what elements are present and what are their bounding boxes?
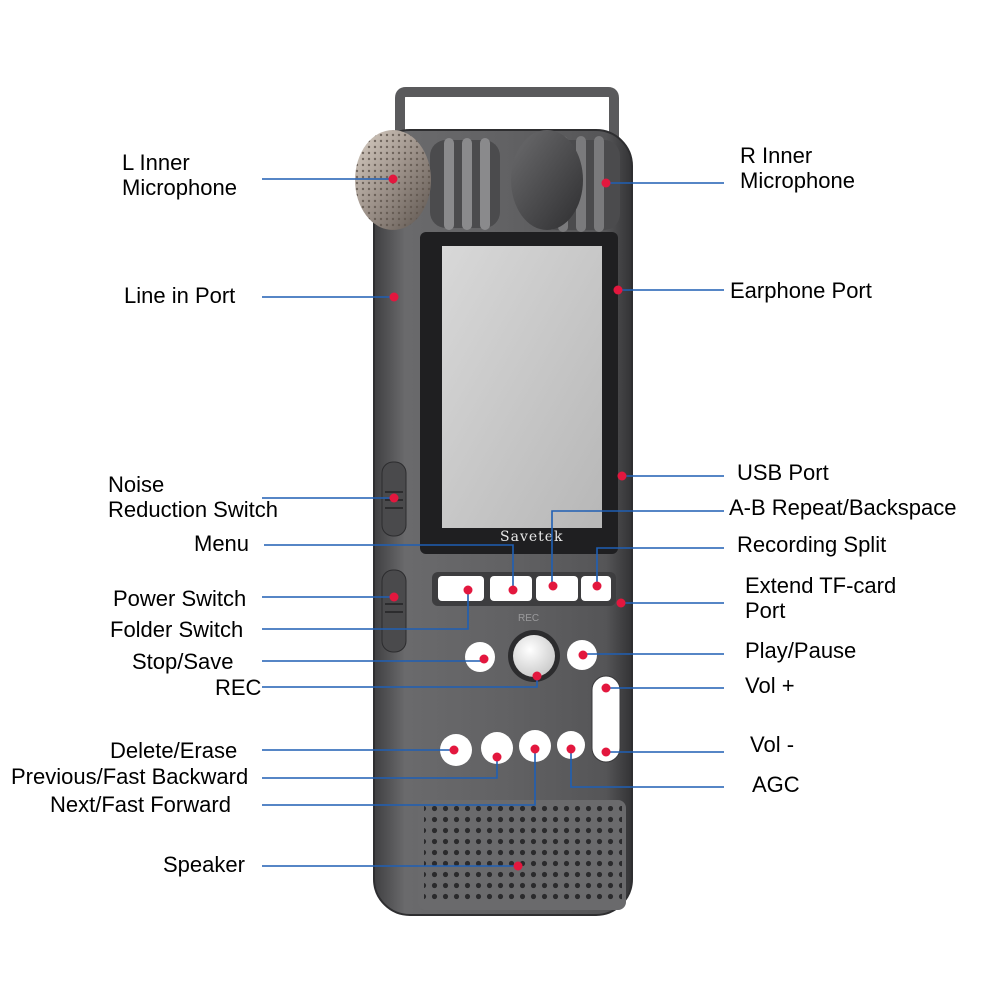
label-line-in-port: Line in Port [124, 283, 236, 308]
marker-stop-save [479, 654, 489, 664]
label-noise-reduction: Noise Reduction Switch [108, 472, 278, 522]
label-extend-tf: Extend TF-card Port [745, 573, 896, 623]
label-previous: Previous/Fast Backward [11, 764, 249, 789]
label-next: Next/Fast Forward [50, 792, 231, 817]
marker-vol-up [601, 683, 611, 693]
marker-agc [566, 744, 576, 754]
label-rec: REC [215, 675, 262, 700]
top-key-row [432, 572, 616, 606]
label-delete-erase: Delete/Erase [110, 738, 238, 763]
label-play-pause: Play/Pause [745, 638, 857, 663]
label-r-inner-mic: R Inner Microphone [740, 143, 855, 193]
marker-next [530, 744, 540, 754]
marker-noise-reduction [389, 493, 399, 503]
label-vol-down: Vol - [750, 732, 795, 757]
marker-earphone-port [613, 285, 623, 295]
marker-folder-switch-key [463, 585, 473, 595]
lcd-screen: Savetek [420, 232, 618, 554]
label-earphone-port: Earphone Port [730, 278, 872, 303]
label-power-switch: Power Switch [113, 586, 247, 611]
round-buttons [440, 630, 621, 766]
marker-menu [508, 585, 518, 595]
brand-logo: Savetek [500, 529, 564, 545]
label-r-inner-mic-line2: Microphone [740, 168, 855, 193]
label-r-inner-mic-line1: R Inner [740, 143, 813, 168]
marker-recording-split [592, 581, 602, 591]
marker-delete-erase [449, 745, 459, 755]
marker-l-inner-mic [388, 174, 398, 184]
rec-marking: REC [518, 613, 539, 624]
marker-play-pause [578, 650, 588, 660]
power-folder-switch [381, 569, 407, 653]
speaker-grille [418, 800, 626, 910]
label-folder-switch: Folder Switch [110, 617, 244, 642]
marker-rec [532, 671, 542, 681]
label-extend-tf-line1: Extend TF-card [745, 573, 897, 598]
label-vol-up: Vol + [745, 673, 795, 698]
marker-previous [492, 752, 502, 762]
label-recording-split: Recording Split [737, 532, 887, 557]
label-usb-port: USB Port [737, 460, 829, 485]
marker-r-inner-mic [601, 178, 611, 188]
label-extend-tf-line2: Port [745, 598, 786, 623]
marker-extend-tf [616, 598, 626, 608]
label-ab-repeat: A-B Repeat/Backspace [729, 495, 957, 520]
label-speaker: Speaker [163, 852, 245, 877]
marker-usb-port [617, 471, 627, 481]
label-noise-reduction-line2: Reduction Switch [108, 497, 278, 522]
marker-vol-down [601, 747, 611, 757]
marker-speaker [513, 861, 523, 871]
marker-line-in-port [389, 292, 399, 302]
label-l-inner-mic: L Inner Microphone [122, 150, 237, 200]
label-agc: AGC [752, 772, 800, 797]
label-l-inner-mic-line2: Microphone [122, 175, 237, 200]
marker-ab-repeat [548, 581, 558, 591]
label-menu: Menu [194, 531, 250, 556]
marker-power-switch [389, 592, 399, 602]
mic-bracket [395, 87, 619, 150]
label-noise-reduction-line1: Noise [108, 472, 165, 497]
label-stop-save: Stop/Save [132, 649, 234, 674]
callout-markers [388, 174, 627, 871]
label-l-inner-mic-line1: L Inner [122, 150, 190, 175]
right-microphone [511, 130, 620, 232]
